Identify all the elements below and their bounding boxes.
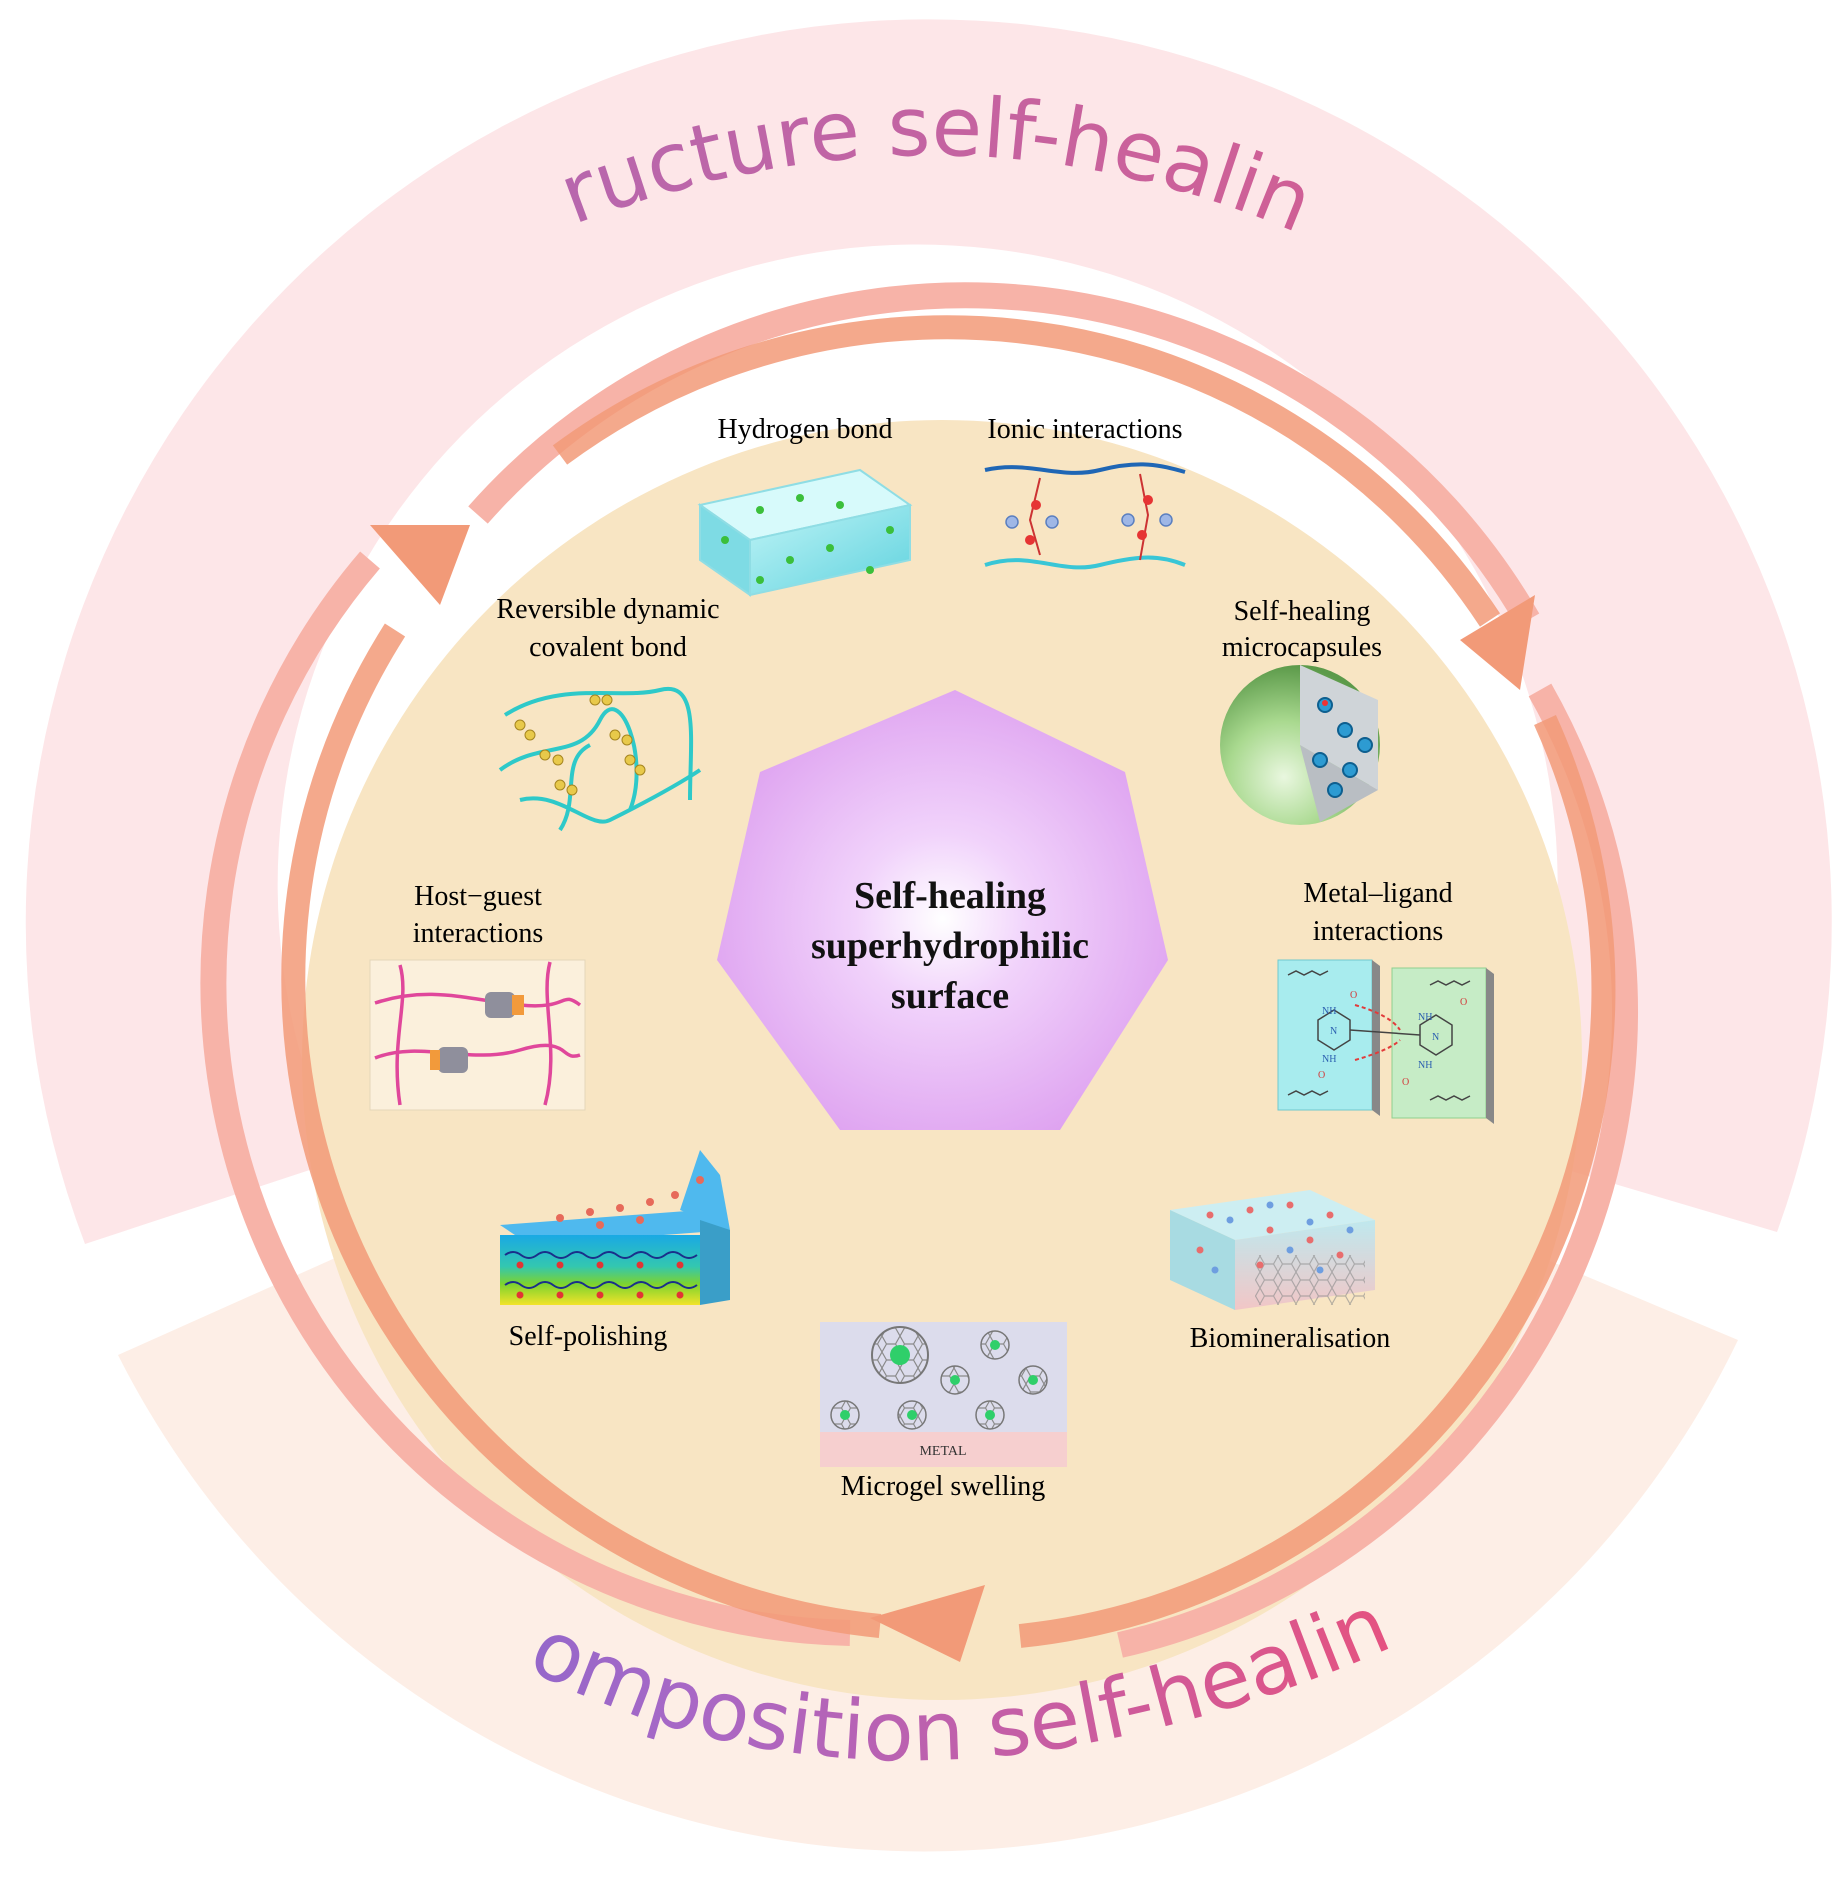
microcapsules-item: Self-healing microcapsules (1220, 596, 1382, 825)
host-guest-label-line1: Host−guest (414, 881, 542, 912)
hydrogen-bond-item: Hydrogen bond (697, 414, 913, 597)
svg-text:superhydrophilic: superhydrophilic (811, 925, 1089, 967)
biomineralisation-label: Biomineralisation (1190, 1323, 1391, 1354)
arrowhead-left-icon (370, 525, 470, 605)
arrowhead-right-icon (1460, 595, 1535, 690)
dynamic-covalent-item: Reversible dynamic covalent bond (496, 594, 720, 832)
microgel-item: METAL Microgel swelling (820, 1322, 1067, 1502)
microcapsule-illustration (1220, 665, 1380, 825)
microgel-label: Microgel swelling (841, 1471, 1046, 1502)
ionic-interactions-item: Ionic interactions (984, 414, 1186, 570)
self-polishing-item: Self-polishing (500, 1150, 730, 1352)
outer-ring-top (25, 19, 1832, 1244)
biomineralisation-item: Biomineralisation (1170, 1190, 1390, 1354)
host-guest-item: Host−guest interactions (369, 881, 586, 1111)
microgel-illustration: METAL (820, 1322, 1067, 1467)
arrowhead-bottom-icon (870, 1585, 985, 1662)
svg-text:O: O (1460, 997, 1467, 1008)
center-heptagon (717, 690, 1168, 1130)
cycle-arrows (200, 282, 1638, 1662)
svg-text:N: N (1330, 1026, 1337, 1037)
microcapsules-label-line2: microcapsules (1222, 632, 1382, 663)
svg-text:Self-healing: Self-healing (854, 875, 1046, 917)
hydrogen-bond-label: Hydrogen bond (718, 414, 893, 445)
ionic-interactions-illustration (984, 462, 1186, 570)
self-polishing-label: Self-polishing (509, 1321, 668, 1352)
microcapsules-label-line1: Self-healing (1234, 596, 1371, 627)
center-label: Self-healing superhydrophilic surface (811, 875, 1089, 1017)
svg-text:O: O (1318, 1070, 1325, 1081)
metal-ligand-illustration: NH N NH NH N NH O O O O (1277, 959, 1494, 1124)
metal-ligand-item: Metal–ligand interactions NH N (1277, 878, 1494, 1124)
svg-text:O: O (1350, 990, 1357, 1001)
metal-ligand-label-line1: Metal–ligand (1303, 878, 1452, 909)
dynamic-covalent-label-line2: covalent bond (529, 632, 687, 663)
microgel-particles (830, 1326, 1048, 1430)
metal-ligand-label-line2: interactions (1313, 916, 1444, 947)
ionic-interactions-label: Ionic interactions (987, 414, 1182, 445)
biomineralisation-illustration (1170, 1190, 1375, 1310)
host-guest-label-line2: interactions (413, 918, 544, 949)
svg-text:surface: surface (891, 975, 1009, 1017)
sulfur-atoms (514, 694, 646, 796)
svg-text:O: O (1402, 1077, 1409, 1088)
dynamic-covalent-illustration (498, 686, 702, 832)
svg-text:N: N (1432, 1032, 1439, 1043)
svg-text:METAL: METAL (919, 1444, 966, 1459)
svg-text:NH: NH (1322, 1054, 1336, 1065)
host-guest-illustration (369, 959, 586, 1111)
outer-ring-bottom (118, 1235, 1738, 1852)
self-polishing-illustration (500, 1150, 730, 1305)
svg-text:NH: NH (1418, 1012, 1432, 1023)
cyclodextrin-icon (430, 992, 524, 1073)
svg-text:NH: NH (1322, 1006, 1336, 1017)
hydrogen-bond-illustration (697, 468, 913, 597)
dynamic-covalent-label-line1: Reversible dynamic (496, 594, 719, 625)
svg-text:NH: NH (1418, 1060, 1432, 1071)
